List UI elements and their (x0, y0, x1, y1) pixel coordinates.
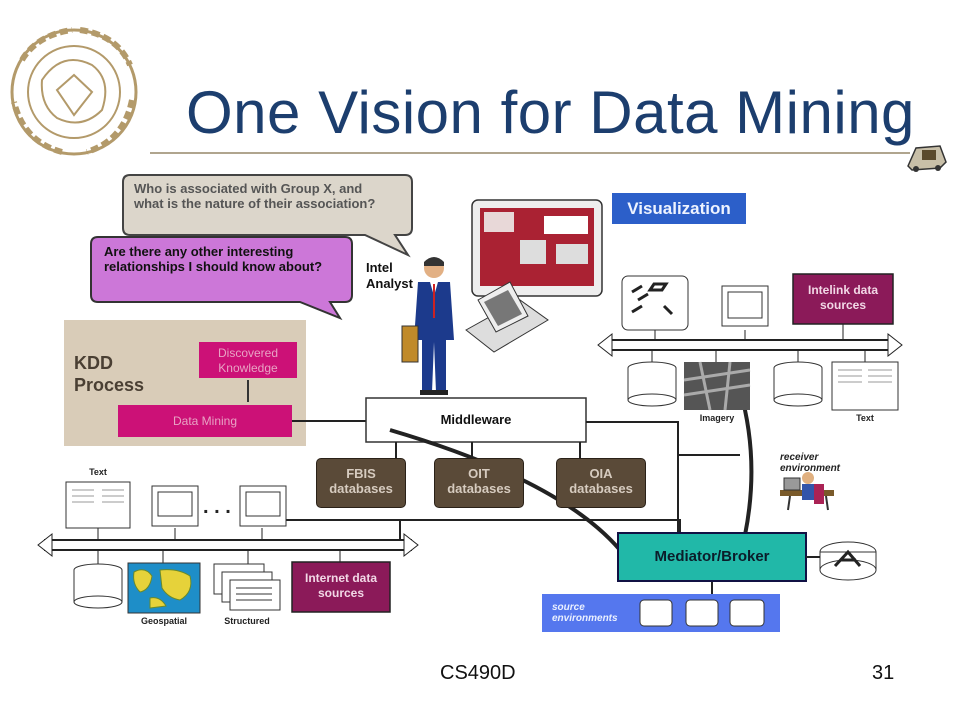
receiver-environment-label: receiver environment (780, 452, 841, 474)
kdd-process-label: KDD Process (74, 353, 145, 395)
fbis-database-sub: databases (329, 481, 393, 496)
text-left-caption: Text (89, 467, 107, 477)
mediator-broker-label: Mediator/Broker (654, 548, 770, 565)
discovered-knowledge-box (199, 342, 297, 378)
intel-analyst-figure (401, 257, 454, 395)
imagery-caption: Imagery (699, 413, 735, 423)
discovered-knowledge-label: Discovered Knowledge (217, 346, 279, 375)
database-cylinder-right-2 (773, 361, 823, 407)
footer-page-number: 31 (872, 662, 895, 684)
slide-title: One Vision for Data Mining (186, 79, 915, 146)
geospatial-caption: Geospatial (140, 616, 187, 626)
fbis-database: FBIS databases (316, 458, 406, 508)
footer-course: CS490D (440, 662, 516, 684)
bubble-group-question-text: Who is associated with Group X, and what… (134, 181, 376, 211)
data-mining-label: Data Mining (172, 414, 238, 428)
data-mining-box (118, 405, 292, 437)
middleware-label: Middleware (440, 412, 512, 427)
bubble-relationships-question-text: Are there any other interesting relation… (104, 244, 323, 274)
train-logo-icon (907, 145, 947, 172)
oia-database-sub: databases (569, 481, 633, 496)
bubble-relationships-question-shape (90, 236, 353, 321)
intelink-label: Intelink data sources (807, 283, 878, 312)
internet-label: Internet data sources (304, 571, 377, 600)
oia-database: OIA databases (556, 458, 646, 508)
title-underline (150, 152, 910, 154)
bubble-group-question-shape (122, 174, 413, 258)
fbis-database-name: FBIS (346, 466, 376, 481)
internet-box (291, 561, 391, 613)
mediator-broker-box (617, 532, 807, 582)
oit-database-sub: databases (447, 481, 511, 496)
intel-analyst-label: Intel Analyst (366, 260, 413, 291)
network-device-icon (819, 541, 877, 581)
visualization-label: Visualization (612, 193, 746, 224)
structured-documents-icon (213, 563, 281, 611)
oia-database-name: OIA (589, 466, 613, 481)
intelink-box (792, 273, 894, 325)
database-cylinder-left (73, 563, 123, 609)
structured-caption: Structured (224, 616, 270, 626)
source-environments-label: source environments (552, 602, 618, 624)
oit-database-name: OIT (468, 466, 490, 481)
text-document-left (65, 481, 131, 529)
university-seal-logo (10, 27, 138, 156)
database-cylinder-right-1 (627, 361, 677, 407)
oit-database: OIT databases (434, 458, 524, 508)
text-document-right (831, 361, 899, 411)
text-right-caption: Text (856, 413, 874, 423)
source-db-icons (639, 599, 765, 627)
ellipsis: . . . (203, 496, 231, 518)
receiver-person-icon (780, 472, 834, 511)
laptop-icon (465, 281, 549, 353)
